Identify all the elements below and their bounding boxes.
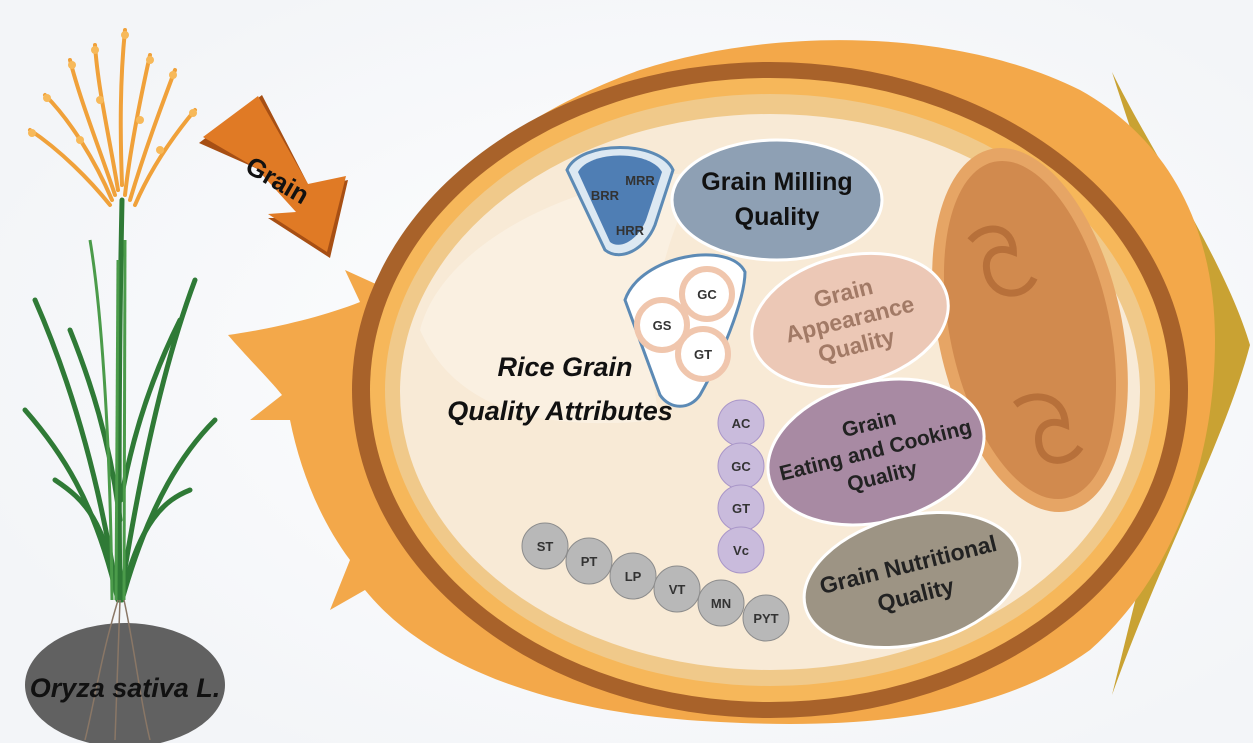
milling-quality-ellipse [672, 140, 882, 260]
attr-gt-appearance: GT [694, 347, 712, 362]
attr-gc-appearance: GC [697, 287, 717, 302]
attr-lp: LP [625, 569, 642, 584]
attr-ac: AC [732, 416, 751, 431]
milling-quality-line1: Grain Milling [701, 168, 852, 196]
attr-st: ST [537, 539, 554, 554]
attr-mrr: MRR [625, 173, 655, 188]
attr-mn: MN [711, 596, 731, 611]
attr-gt-eating: GT [732, 501, 750, 516]
attr-vt: VT [669, 582, 686, 597]
attr-pt: PT [581, 554, 598, 569]
attr-gc-eating: GC [731, 459, 751, 474]
attr-hrr: HRR [616, 223, 645, 238]
species-label: Oryza sativa L. [30, 673, 221, 703]
center-title-line2: Quality Attributes [447, 396, 673, 426]
attr-gs: GS [653, 318, 672, 333]
milling-quality-line2: Quality [735, 203, 820, 231]
attr-vc: Vc [733, 543, 749, 558]
center-title-line1: Rice Grain [497, 352, 632, 382]
attr-brr: BRR [591, 188, 620, 203]
attr-pyt: PYT [753, 611, 778, 626]
